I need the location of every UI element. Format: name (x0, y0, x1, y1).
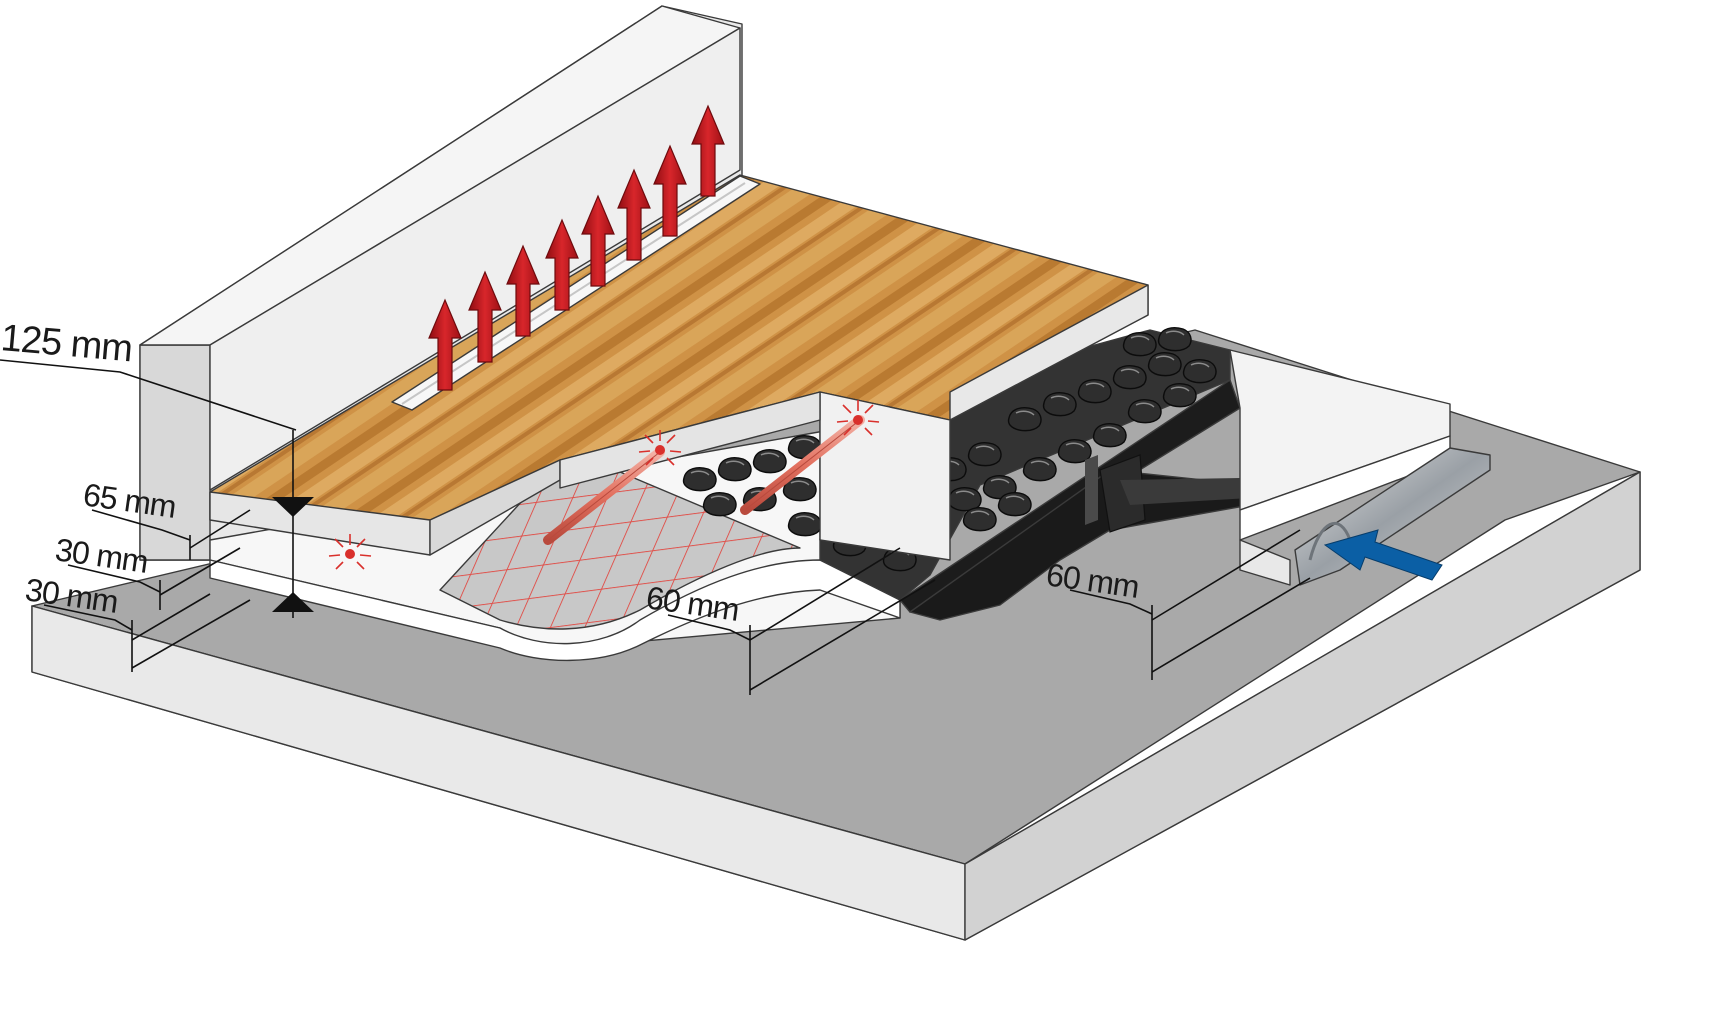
blue-inlet-arrow-icon (1323, 529, 1443, 581)
dim-label-30-middle: 30 mm (53, 531, 150, 580)
wood-floor (209, 174, 1149, 561)
heating-pipe (740, 415, 865, 515)
air-duct (909, 454, 1251, 621)
wall (139, 5, 743, 561)
heating-pipes (543, 415, 865, 545)
heating-mesh-panel (439, 459, 801, 630)
heating-pipe (543, 447, 665, 545)
dimension-lines (0, 359, 1311, 695)
